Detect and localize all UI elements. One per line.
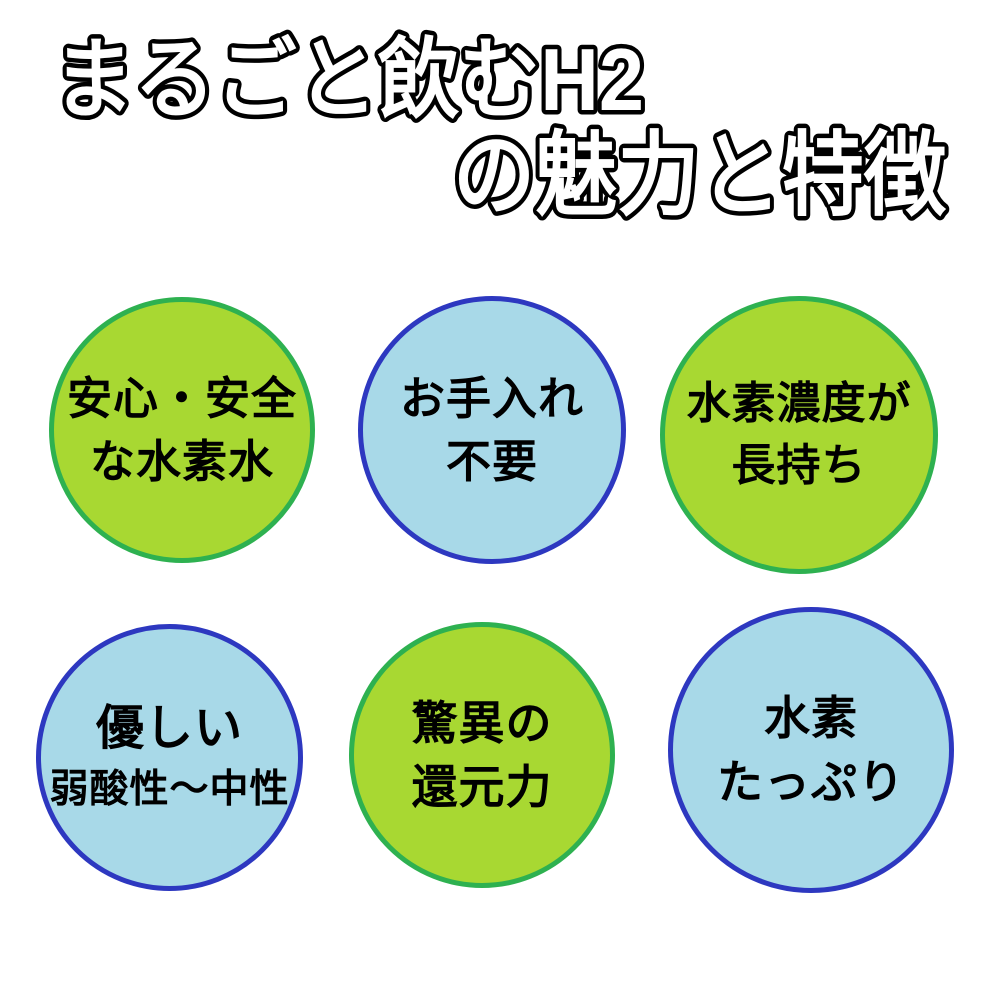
feature-text-line: 驚異の <box>411 696 553 749</box>
feature-text-line: 弱酸性〜中性 <box>49 768 290 812</box>
feature-text-line: 優しい <box>95 701 243 755</box>
feature-circle-no-maintenance: お手入れ 不要 <box>358 296 626 564</box>
title-line-2: の魅力と特徴 <box>453 125 947 227</box>
feature-text-line: 還元力 <box>411 761 553 813</box>
feature-text-line: たっぷり <box>717 756 905 808</box>
feature-text-line: な水素水 <box>89 436 274 487</box>
feature-circle-reduction-power: 驚異の 還元力 <box>349 622 615 888</box>
title-block: まるごと飲むH2 の魅力と特徴 <box>49 26 952 232</box>
title-line-1: まるごと飲むH2 <box>53 30 644 129</box>
feature-text-line: 水素濃度が <box>686 378 912 428</box>
feature-text-line: 不要 <box>445 436 538 487</box>
feature-text-line: お手入れ <box>399 372 584 424</box>
feature-text-line: 安心・安全 <box>66 372 297 424</box>
feature-circle-plenty-hydrogen: 水素 たっぷり <box>668 607 954 893</box>
feature-text-line: 長持ち <box>731 441 867 490</box>
feature-circle-gentle-ph: 優しい 弱酸性〜中性 <box>36 624 303 891</box>
feature-text-line: 水素 <box>764 691 858 744</box>
feature-circle-long-lasting: 水素濃度が 長持ち <box>660 296 938 574</box>
feature-circle-safe-water: 安心・安全 な水素水 <box>49 297 315 563</box>
